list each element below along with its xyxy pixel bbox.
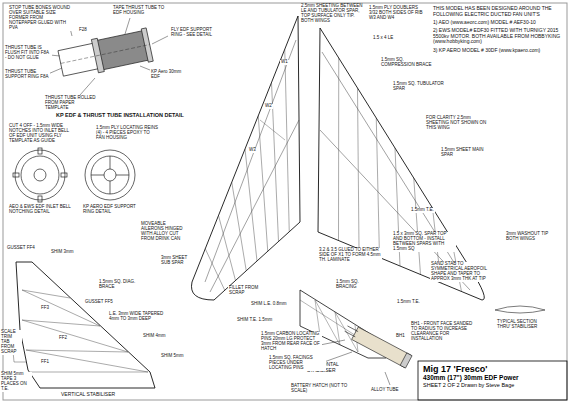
plan-note: THRUST TUBE ROLLED FROM PAPER TEMPLATE <box>44 96 98 111</box>
plan-note: STOP TUBE BONES WOUND OVER SUITABLE SIZE… <box>8 6 72 31</box>
title-detail: SHEET 2 OF 2 Drawn by Steve Bage <box>423 382 562 388</box>
plan-note: AEO & EWS EDF INLET BELL NOTCHING DETAIL <box>8 205 72 215</box>
plan-note: 3mm WASHOUT TIP BOTH WINGS <box>505 232 559 242</box>
plan-note: KP Aero 30mm EDF <box>150 70 192 80</box>
plan-note: THIS MODEL HAS BEEN DESIGNED AROUND THE … <box>432 6 566 17</box>
plan-note: FF2 <box>58 336 68 341</box>
plan-note: 2.5mm SHEETING BETWEEN LE AND TUBULATOR … <box>300 4 366 24</box>
plan-note: ALLOY TUBE <box>370 388 400 393</box>
plan-note: SHIM T.E. 1.5mm <box>236 318 273 323</box>
plan-note: F28 <box>78 28 88 33</box>
plan-note: KP AERO EDF SUPPORT RING DETAIL <box>82 205 142 215</box>
plan-note: W1 <box>280 60 289 65</box>
plan-note: THRUST TUBE IS FLUSH FIT INTO F8A - DO N… <box>4 46 52 61</box>
plan-note: 3mm SHEET SUB SPAR <box>160 256 198 266</box>
plan-note: VERTICAL STABILISER <box>60 392 116 398</box>
plan-note: SAND STAB TO SYMMETRICAL AEROFOIL SHAPE … <box>430 262 494 282</box>
plan-note: 1) AEO (www.aeorc.com) MODEL # AEF30-10 <box>432 20 537 26</box>
plan-note: BATTERY HATCH (NOT TO SCALE) <box>290 384 354 394</box>
plan-note: W3 <box>248 148 257 153</box>
plan-note: 1.5mm PLY LOCATING REINS (4) - 4 PIECES … <box>95 126 159 141</box>
drawing-title: Mig 17 'Fresco' <box>423 364 562 374</box>
plan-note: GUSSET FF4 <box>6 246 36 251</box>
plan-note: 1.5mm SQ. FACINGS PIECES UNDER LOCATING … <box>268 356 326 371</box>
plan-note: SCALE TRIM TAB FROM SCRAP <box>0 330 22 355</box>
plan-note: FF1 <box>40 360 50 365</box>
title-block: Mig 17 'Fresco'430mm (17") 30mm EDF Powe… <box>419 362 566 390</box>
plan-note: 2) EWS MODEL# EDF30 FITTED WITH TURNIGY … <box>432 28 566 45</box>
plan-note: CUT 4 OFF - 1.5mm WIDE NOTCHES INTO INLE… <box>8 124 72 144</box>
plan-note: MOVEABLE AILERONS HINGED WITH ALLOY CUT … <box>140 222 190 242</box>
plan-note: 1.5mm SQ. TUBULATOR SPAR <box>392 82 446 92</box>
plan-note: TAPE THRUST TUBE TO EDF HOUSING <box>112 6 172 16</box>
plan-note: SHIM 4mm <box>142 334 167 339</box>
plan-note: 1.5mm PLY DOUBLERS 3/32 BOTH SIDES OF RI… <box>368 6 428 21</box>
plan-note: TYPICAL SECTION THRU' STABILISER <box>496 320 552 330</box>
plan-note: 3) KP AERO MODEL # 30DF (www.kpaero.com) <box>432 48 541 54</box>
plan-note: BH1 <box>395 334 406 339</box>
plan-note: 1.5mm CARBON LOCATING PINS 20mm LG PROTE… <box>260 332 322 352</box>
plan-note: 1.5mm SHEET MAIN SPAR <box>440 148 490 158</box>
plan-note: SHIM L.E. 0.8mm <box>250 302 288 307</box>
plan-note: SHIM 5mm TAPE 3 PLACES ON T.E. <box>0 372 32 392</box>
plan-note: 1.5mm SQ. COMPRESSION BRACE <box>380 58 434 68</box>
plan-note: FLY EDF SUPPORT RING - SEE DETAIL <box>170 28 222 38</box>
plan-note: 1.5 x 3mm SQ. SPAR TOP AND BOTTOM - INST… <box>392 232 456 252</box>
plan-note: FILLET FROM SCRAP <box>228 286 272 296</box>
plan-note: 3.2 & 3.5 GLUED TO EITHER SIDE OF X1 TO … <box>318 248 382 263</box>
plan-note: SHIM 3mm <box>50 250 75 255</box>
plan-note: GUSSET FF5 <box>84 300 114 305</box>
plan-note: THRUST TUBE SUPPORT RING F8A <box>4 70 50 80</box>
plan-note: FF3 <box>40 306 50 311</box>
plan-note: W2 <box>264 104 273 109</box>
plan-note: 1.5mm SQ. BRACING <box>335 280 377 290</box>
plan-note: BH1 - FRONT FACE SANDED TO RADIUS TO INC… <box>410 322 474 342</box>
plan-note: 1.5mm SQ. DIAG. BRACE <box>98 280 146 290</box>
title-detail: 430mm (17") 30mm EDF Power <box>423 374 562 381</box>
plan-note: KP EDF & THRUST TUBE INSTALLATION DETAIL <box>55 112 185 118</box>
plan-note: 1.5mm T.E. <box>410 208 435 213</box>
plan-note: 1.5mm T.E. <box>396 300 421 305</box>
plan-note: SHIM 5mm <box>160 354 185 359</box>
plan-note: L.E. 3mm WIDE TAPERED 4mm TO 3mm DEEP <box>108 312 166 322</box>
plan-note: FOR CLARITY 2.5mm SHEETING NOT SHOWN ON … <box>425 116 489 131</box>
plan-note: 1.5 x 4 LE <box>372 36 394 41</box>
